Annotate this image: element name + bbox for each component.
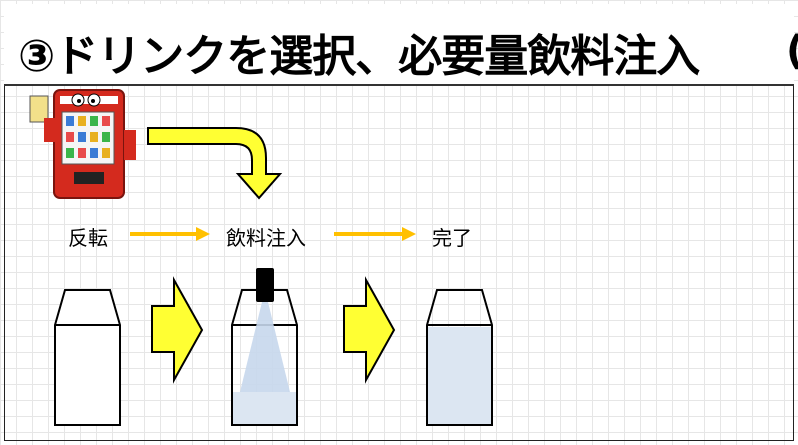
title-bar: ③ドリンクを選択、必要量飲料注入 ( — [4, 4, 798, 86]
clipped-title-glyph: ( — [786, 28, 798, 74]
vending-machine-mascot-icon — [29, 89, 136, 199]
slide-title: ③ドリンクを選択、必要量飲料注入 — [18, 31, 700, 82]
block-arrow-icon — [343, 276, 396, 384]
block-arrow-icon — [151, 276, 204, 384]
right-arrow-icon — [130, 227, 210, 241]
cup-icon — [426, 289, 493, 426]
step-label-flip: 反転 — [68, 226, 108, 250]
cup-icon — [54, 289, 121, 426]
liquid-stream-icon — [240, 302, 290, 392]
right-arrow-icon — [334, 227, 416, 241]
nozzle-icon — [256, 268, 274, 302]
step-label-pour: 飲料注入 — [226, 226, 306, 250]
step-label-done: 完了 — [432, 226, 472, 250]
curved-arrow-icon — [147, 127, 283, 200]
